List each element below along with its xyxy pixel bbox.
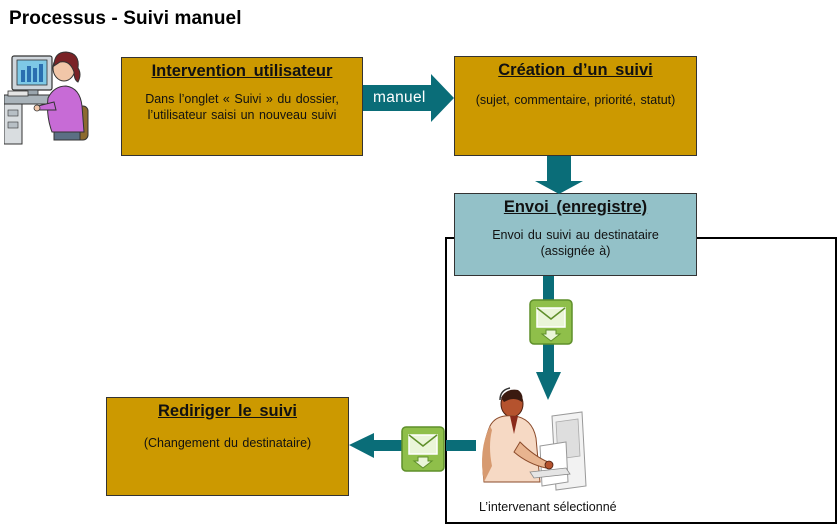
page-title: Processus - Suivi manuel bbox=[9, 8, 242, 29]
manuel-arrow bbox=[363, 74, 454, 122]
rediriger-title: Rediriger le suivi bbox=[158, 402, 297, 420]
intervention-title: Intervention utilisateur bbox=[151, 62, 333, 80]
envoi-to-intervenant-arrow bbox=[536, 276, 561, 400]
businessman-at-computer-icon bbox=[482, 387, 587, 491]
envoi-box: Envoi (enregistre) Envoi du suivi au des… bbox=[454, 193, 697, 276]
creation-box: Création d’un suivi (sujet, commentaire,… bbox=[454, 56, 697, 156]
envoi-title: Envoi (enregistre) bbox=[503, 198, 648, 216]
creation-body: (sujet, commentaire, priorité, statut) bbox=[475, 93, 676, 107]
manuel-arrow-label: manuel bbox=[373, 89, 426, 106]
intervenant-caption: L’intervenant sélectionné bbox=[479, 500, 617, 514]
envoi-body: Envoi du suivi au destinataire (assignée… bbox=[492, 228, 659, 258]
intervention-box: Intervention utilisateur Dans l’onglet «… bbox=[121, 57, 363, 156]
mail-envelope-icon bbox=[401, 426, 445, 472]
intervenant-to-rediriger-arrow bbox=[349, 433, 476, 458]
intervention-body: Dans l’onglet « Suivi » du dossier, l’ut… bbox=[145, 92, 339, 122]
creation-title: Création d’un suivi bbox=[498, 61, 653, 79]
rediriger-box: Rediriger le suivi (Changement du destin… bbox=[106, 397, 349, 496]
user-at-computer-icon bbox=[4, 51, 89, 145]
creation-to-envoi-arrow bbox=[535, 156, 583, 194]
mail-envelope-icon bbox=[529, 299, 573, 345]
rediriger-body: (Changement du destinataire) bbox=[143, 436, 312, 450]
